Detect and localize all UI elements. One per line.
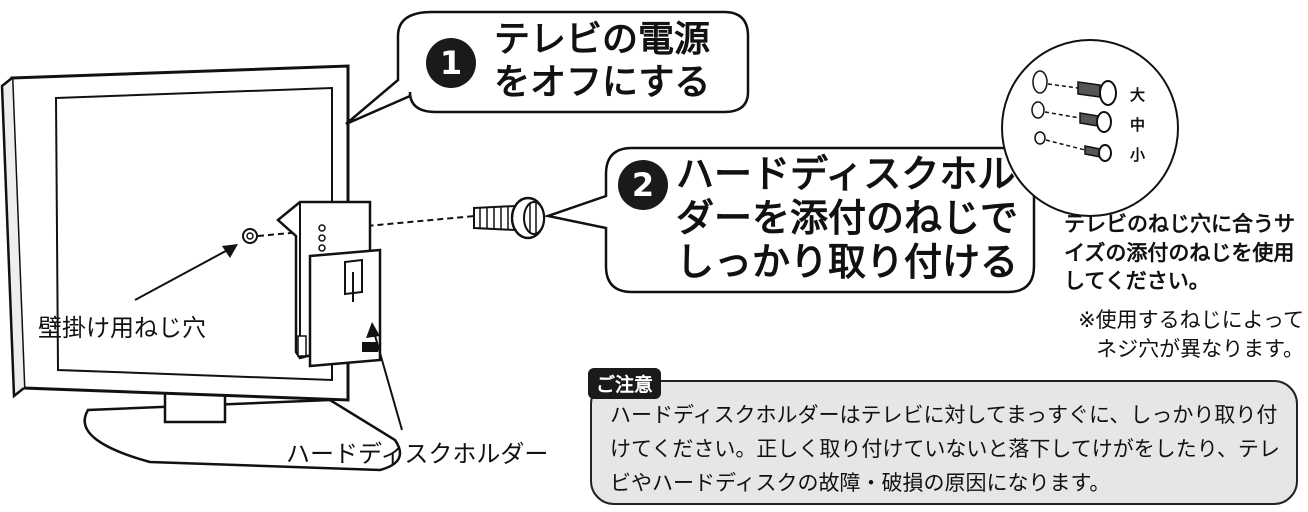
hdd-holder-label: ハードディスクホルダー — [286, 440, 549, 468]
caution-text: ハードディスクホルダーはテレビに対してまっすぐに、しっかり取り付けてください。正… — [610, 403, 1280, 495]
step2-number-badge: 2 — [618, 160, 668, 210]
screw-medium — [1031, 101, 1112, 133]
tv-screen — [54, 86, 333, 382]
screw-size-large-label: 大 — [1130, 86, 1146, 104]
screw-hole-note: ※使用するねじによってネジ穴が異なります。 — [1060, 306, 1304, 363]
step2-text: ハードディスクホルダーを添付のねじでしっかり取り付ける — [676, 152, 1019, 284]
screw-small — [1034, 131, 1112, 162]
caution-box — [590, 380, 1298, 505]
screw-hole-note-text: ※使用するねじによってネジ穴が異なります。 — [1078, 308, 1304, 361]
caution-tag: ご注意 — [588, 368, 662, 399]
screw-note: テレビのねじ穴に合うサイズの添付のねじを使用してください。 — [1064, 210, 1304, 296]
wall-screw-hole-label: 壁掛け用ねじ穴 — [38, 314, 206, 342]
hdd-holder-drawing — [276, 200, 382, 368]
tv-stand-base — [83, 398, 402, 472]
alignment-dashed-line — [257, 215, 476, 237]
arrow-to-holder — [366, 322, 380, 338]
arrow-to-hole — [222, 244, 238, 258]
step1-text: テレビの電源をオフにする — [494, 19, 711, 104]
screw-large — [1032, 70, 1117, 106]
screw-size-medium-label: 中 — [1130, 116, 1146, 134]
screw-size-circle — [1001, 39, 1179, 217]
screw-size-small-label: 小 — [1130, 146, 1146, 164]
screw-note-text: テレビのねじ穴に合うサイズの添付のねじを使用してください。 — [1064, 212, 1295, 294]
screw-drawing — [473, 196, 546, 240]
step1-number-badge: 1 — [426, 38, 476, 88]
